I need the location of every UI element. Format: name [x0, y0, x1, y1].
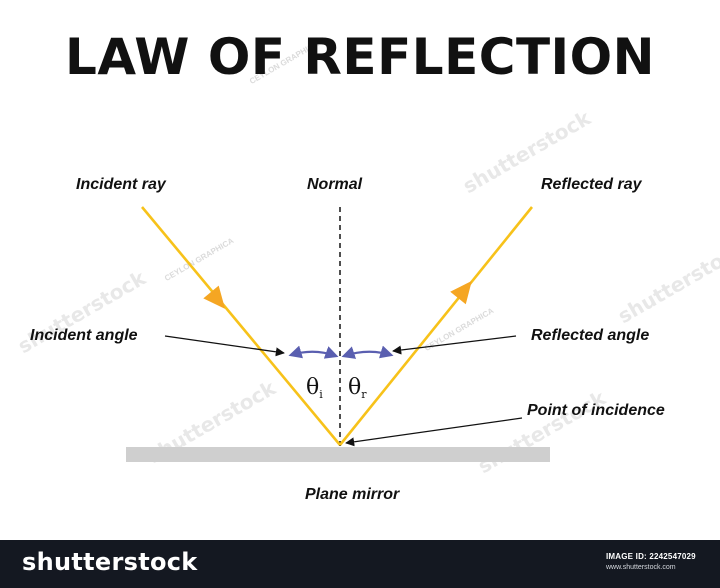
- incident-ray-label: Incident ray: [76, 176, 166, 193]
- brand-logo: shutterstock: [22, 548, 198, 576]
- theta-reflected: θr: [348, 375, 367, 401]
- point-of-incidence-pointer: [345, 417, 523, 447]
- page-title: LAW OF REFLECTION: [64, 28, 656, 86]
- image-id: IMAGE ID: 2242547029: [606, 552, 696, 561]
- normal-label: Normal: [307, 176, 363, 193]
- point-of-incidence-label: Point of incidence: [527, 402, 665, 419]
- reflected-angle-arc-icon: [341, 345, 394, 359]
- incident-angle-label: Incident angle: [30, 327, 138, 344]
- reflected-angle-pointer: [392, 335, 517, 355]
- incident-arrow-icon: [203, 285, 226, 309]
- footer-bar: shutterstock IMAGE ID: 2242547029 www.sh…: [0, 540, 720, 588]
- theta-incident: θi: [306, 375, 323, 401]
- reflected-angle-label: Reflected angle: [531, 327, 650, 344]
- incident-ray: [141, 206, 341, 446]
- plane-mirror-label: Plane mirror: [305, 486, 400, 503]
- site-url: www.shutterstock.com: [606, 564, 676, 571]
- incident-angle-pointer: [164, 335, 285, 357]
- image-meta: IMAGE ID: 2242547029 www.shutterstock.co…: [606, 552, 706, 571]
- reflected-ray: [338, 206, 534, 446]
- plane-mirror: [126, 447, 550, 462]
- reflected-arrow-icon: [450, 280, 472, 305]
- reflection-diagram: θi θr: [126, 206, 550, 462]
- reflected-ray-label: Reflected ray: [541, 176, 642, 193]
- incident-angle-arc-icon: [288, 345, 339, 359]
